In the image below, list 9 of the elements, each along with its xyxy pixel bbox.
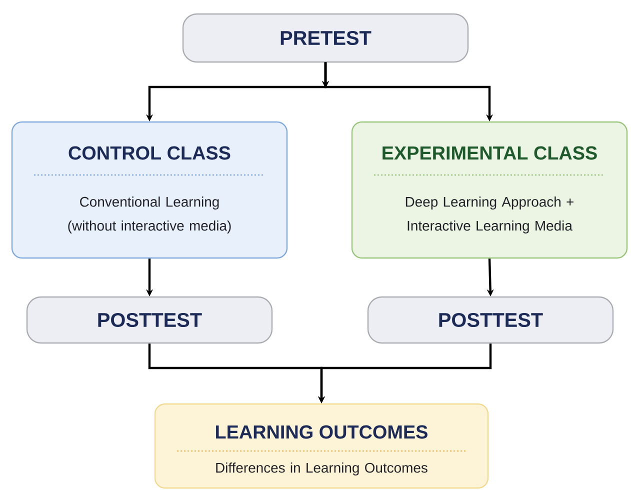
box-text: Deep Learning Approach + Interactive Learning Media <box>406 196 574 234</box>
box-title: POSTTEST <box>439 312 543 328</box>
box-text: Differences in Learning Outcomes <box>216 462 428 476</box>
box-title: EXPERIMENTAL CLASS <box>382 146 597 160</box>
box-text: Conventional Learning (without interactive media) <box>68 196 231 234</box>
box-title: POSTTEST <box>98 312 202 328</box>
box-title: PRETEST <box>280 30 372 46</box>
box-title: CONTROL CLASS <box>68 146 230 160</box>
box-title: LEARNING OUTCOMES <box>216 425 428 439</box>
